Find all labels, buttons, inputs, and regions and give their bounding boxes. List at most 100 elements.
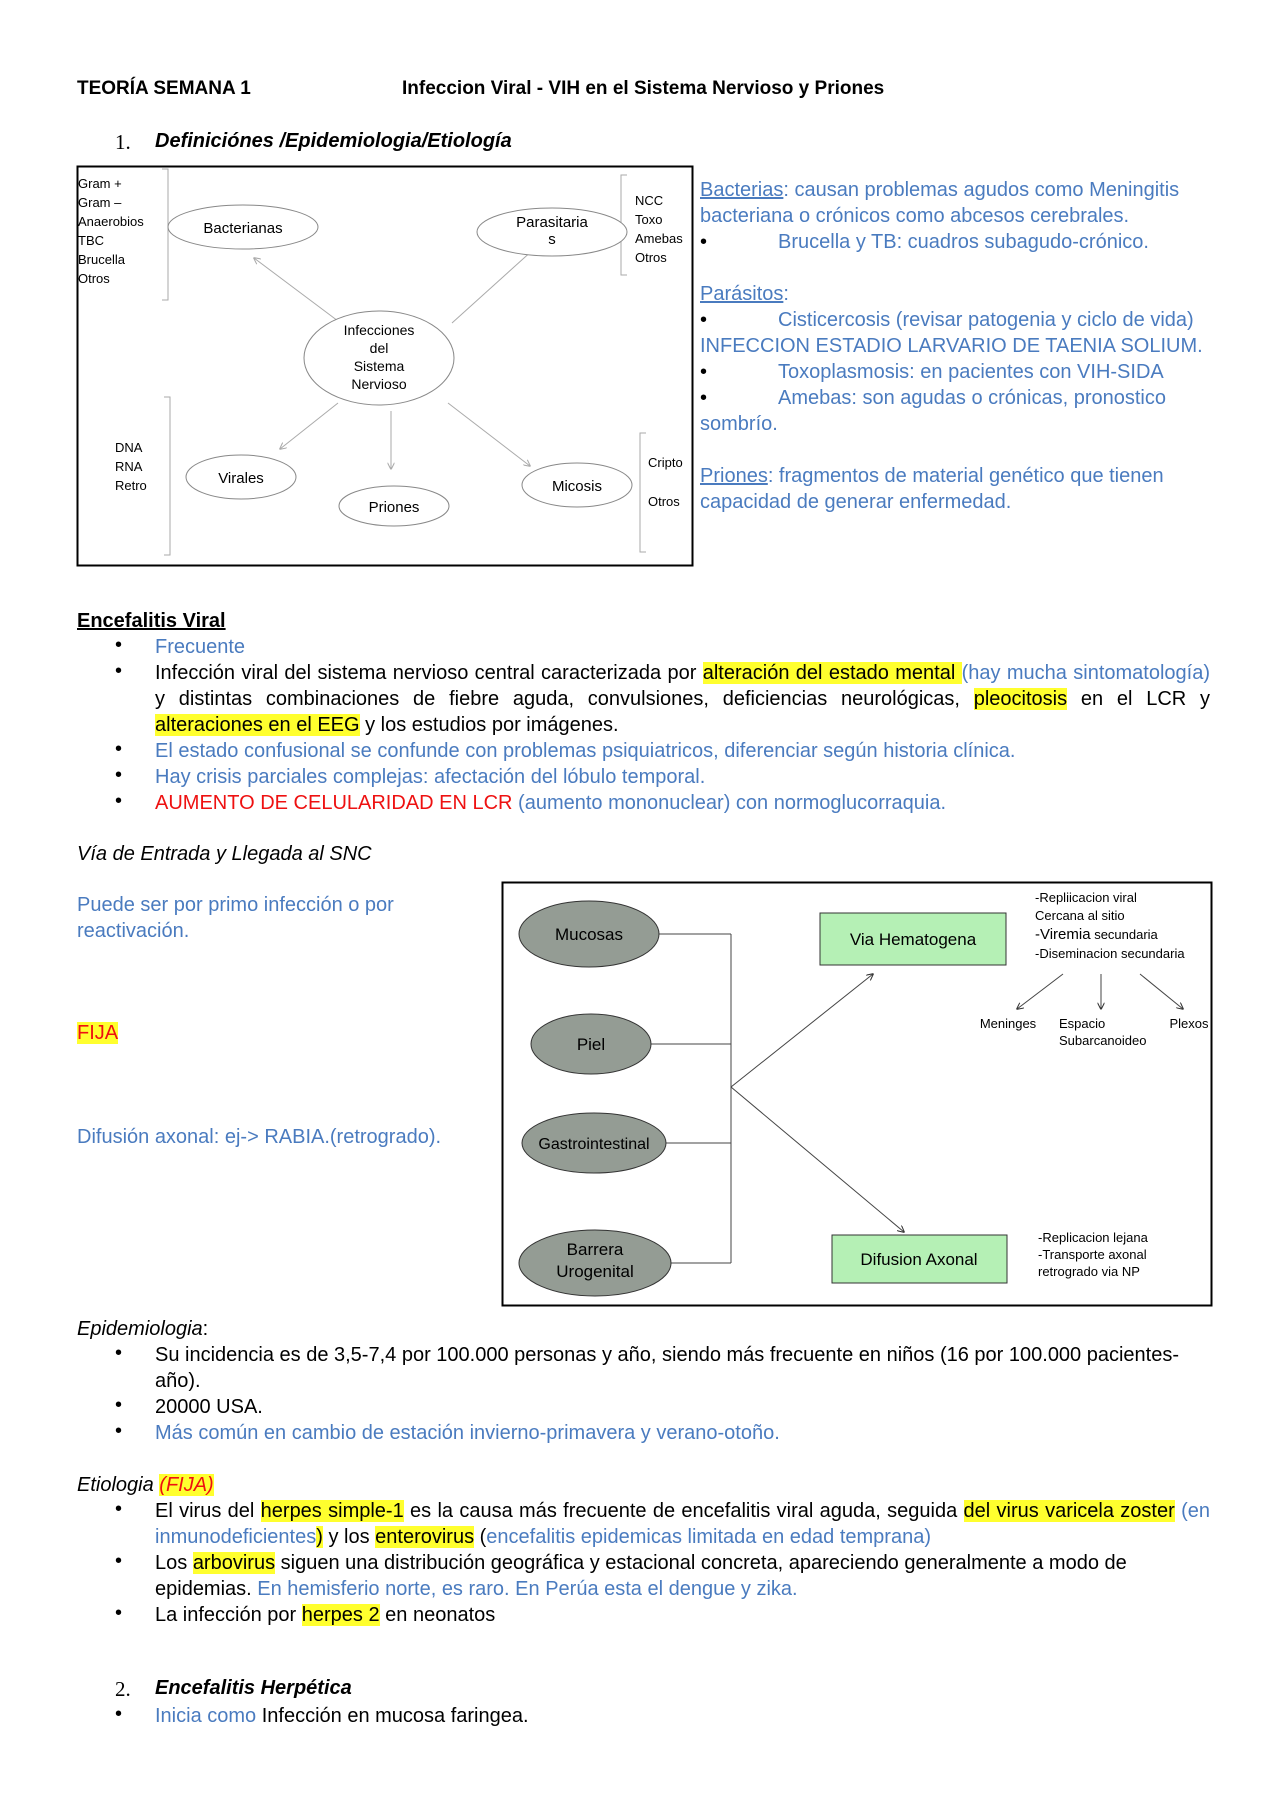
etio-b3-a: La infección por xyxy=(155,1604,302,1626)
node-virales-label: Virales xyxy=(218,470,264,487)
etio-b1-hl2: del virus varicela zoster xyxy=(963,1500,1175,1522)
bullet: • xyxy=(115,1498,123,1520)
target-meninges: Meninges xyxy=(980,1016,1037,1031)
infections-diagram: Bacterianas Parasitaria s Infecciones de… xyxy=(76,165,694,567)
etio-fija: (FIJA) xyxy=(159,1474,214,1496)
note-parasitos-b1: •Cisticercosis (revisar patogenia y cicl… xyxy=(700,309,1203,357)
vir-item: Retro xyxy=(115,478,147,493)
axonal-note: -Transporte axonal xyxy=(1038,1247,1147,1262)
enc-b2-blue1: (hay mucha sintomatología) xyxy=(961,662,1211,684)
node-priones-label: Priones xyxy=(369,499,420,516)
etio-b1-blue2: encefalitis epidemicas limitada en edad … xyxy=(486,1526,931,1548)
etio-b1-hl3: ) xyxy=(316,1526,323,1548)
bact-item: Gram + xyxy=(78,176,122,191)
enc-b2-hl2: pleocitosis xyxy=(973,688,1068,710)
enc-b2-hl3: alteraciones en el EEG xyxy=(155,714,360,736)
hemato-note: -Diseminacion secundaria xyxy=(1035,946,1185,961)
etio-b1-blue1: (en inmunodeficientes xyxy=(155,1500,1210,1548)
enc-b5-blue: (aumento mononuclear) con normoglucorraq… xyxy=(512,792,947,814)
axonal-notes: -Replicacion lejana -Transporte axonal r… xyxy=(1038,1230,1149,1279)
etio-b3: La infección por herpes 2 en neonatos xyxy=(155,1602,1210,1628)
vir-item: RNA xyxy=(115,459,143,474)
etio-b1-b: es la causa más frecuente de encefalitis… xyxy=(403,1500,964,1522)
node-parasitarias xyxy=(476,207,628,257)
bact-item: Gram – xyxy=(78,195,122,210)
etio-b1-a: El virus del xyxy=(155,1500,261,1522)
note-parasitos-b2: •Toxoplasmosis: en pacientes con VIH-SID… xyxy=(700,361,1164,383)
box-difusion-axonal-label: Difusion Axonal xyxy=(860,1250,977,1269)
par-b3-text: Amebas: son agudas o crónicas, pronostic… xyxy=(700,387,1166,435)
section1-title: Definiciónes /Epidemiologia/Etiología xyxy=(155,130,512,152)
enc-b2-c: en el LCR y xyxy=(1067,688,1210,710)
node-barrera-l1: Barrera xyxy=(567,1240,624,1259)
node-piel xyxy=(530,1013,652,1075)
micosis-list: Cripto Otros xyxy=(648,455,683,509)
epi-title: Epidemiologia: xyxy=(77,1316,208,1342)
node-gastro xyxy=(521,1112,667,1174)
enc-b2-d: y los estudios por imágenes. xyxy=(359,714,619,736)
node-micosis-label: Micosis xyxy=(552,478,602,495)
node-bacterianas xyxy=(167,204,319,250)
bullet: • xyxy=(115,1703,123,1725)
hemato-notes: -Repliicacion viral Cercana al sitio -Vi… xyxy=(1035,890,1185,961)
bullet: • xyxy=(115,660,123,682)
node-parasitarias-l2: s xyxy=(548,231,556,248)
enc-b2: Infección viral del sistema nervioso cen… xyxy=(155,660,1210,738)
epi-colon: : xyxy=(202,1318,209,1340)
node-gastro-label: Gastrointestinal xyxy=(538,1136,649,1153)
via-fija: FIJA xyxy=(77,1020,119,1046)
enc-b5: AUMENTO DE CELULARIDAD EN LCR (aumento m… xyxy=(155,790,1210,816)
enc-b4: Hay crisis parciales complejas: afectaci… xyxy=(155,766,706,788)
enc-b2-b: y distintas combinaciones de fiebre agud… xyxy=(155,688,974,710)
node-center-l2: del xyxy=(370,340,389,356)
note-parasitos-b3: •Amebas: son agudas o crónicas, pronosti… xyxy=(700,387,1166,435)
note-bacterias-bullet: •Brucella y TB: cuadros subagudo-crónico… xyxy=(700,231,1149,253)
side-notes: Bacterias: causan problemas agudos como … xyxy=(700,177,1220,515)
etio-b3-hl: herpes 2 xyxy=(301,1604,380,1626)
node-priones xyxy=(338,485,450,527)
bracket-bacterias xyxy=(162,168,169,301)
epi-b2: 20000 USA. xyxy=(155,1396,263,1418)
hemato-note: secundaria xyxy=(1091,927,1159,942)
box-difusion-axonal xyxy=(831,1234,1008,1284)
epi-title-text: Epidemiologia xyxy=(77,1318,203,1340)
axonal-note: retrogrado via NP xyxy=(1038,1264,1140,1279)
section2-number: 2. xyxy=(115,1677,131,1701)
node-center xyxy=(303,310,455,406)
node-bacterianas-label: Bacterianas xyxy=(203,220,282,237)
node-piel-label: Piel xyxy=(577,1035,605,1054)
etio-title-text: Etiologia xyxy=(77,1474,160,1496)
bullet: • xyxy=(115,1602,123,1624)
etio-b2-a: Los xyxy=(155,1552,193,1574)
section1-number: 1. xyxy=(115,130,131,154)
arrow-to-micosis xyxy=(447,402,530,466)
bullet: • xyxy=(115,1550,123,1572)
etio-b2-blue: En hemisferio norte, es raro. En Perúa e… xyxy=(257,1578,798,1600)
par-b2-text: Toxoplasmosis: en pacientes con VIH-SIDA xyxy=(778,361,1164,383)
node-parasitarias-l1: Parasitaria xyxy=(516,214,588,231)
node-mucosas xyxy=(518,900,660,968)
enc-b2-hl1: alteración del estado mental xyxy=(702,662,962,684)
bacterias-list: Gram + Gram – Anaerobios TBC Brucella Ot… xyxy=(78,176,144,286)
bact-item: Otros xyxy=(78,271,110,286)
enc-b5-red: AUMENTO DE CELULARIDAD EN LCR xyxy=(155,792,513,814)
node-mucosas-label: Mucosas xyxy=(555,925,623,944)
targets: Meninges Espacio Subarcanoideo Plexos xyxy=(980,1016,1209,1048)
enc-b1: Frecuente xyxy=(155,636,246,658)
etio-b2-hl: arbovirus xyxy=(192,1552,276,1574)
etio-b1-c: y los xyxy=(322,1526,376,1548)
etio-b1: El virus del herpes simple-1 es la causa… xyxy=(155,1498,1210,1550)
sec2-b1-black: Infección en mucosa faringea. xyxy=(256,1705,529,1727)
priones-text: : fragmentos de material genético que ti… xyxy=(700,465,1164,513)
via-title: Vía de Entrada y Llegada al SNC xyxy=(77,843,372,865)
vir-item: DNA xyxy=(115,440,143,455)
virales-list: DNA RNA Retro xyxy=(115,440,147,493)
target-espacio: Espacio xyxy=(1059,1016,1105,1031)
bact-item: TBC xyxy=(78,233,104,248)
arrow-to-parasitarias xyxy=(451,249,534,324)
par-b1-text: Cisticercosis (revisar patogenia y ciclo… xyxy=(700,309,1203,357)
encefalitis-title: Encefalitis Viral xyxy=(77,610,226,632)
header-right-title: Infeccion Viral - VIH en el Sistema Nerv… xyxy=(402,78,885,99)
node-center-l3: Sistema xyxy=(354,358,405,374)
bracket-virales xyxy=(164,396,171,556)
